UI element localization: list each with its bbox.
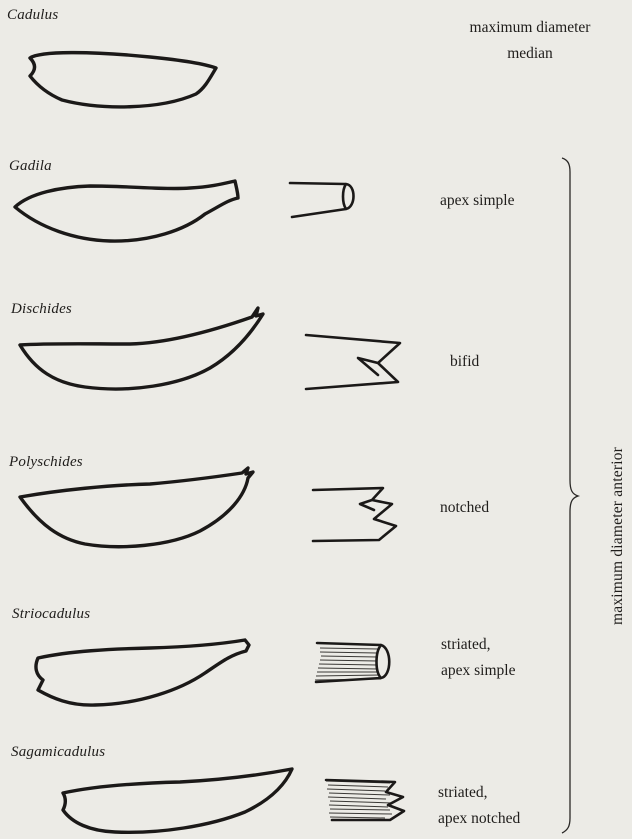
apex-striated-simple-icon xyxy=(315,643,389,682)
genus-label-cadulus: Cadulus xyxy=(7,7,58,24)
description-line: striated, xyxy=(438,780,520,806)
shell-outline-polyschides xyxy=(20,468,253,547)
description-line: apex simple xyxy=(440,188,514,214)
apex-striated-notched-icon xyxy=(326,780,404,820)
description-line: apex simple xyxy=(441,658,515,684)
group-label-maximum-diameter-anterior: maximum diameter anterior xyxy=(609,447,627,625)
apex-bifid-icon xyxy=(306,335,400,389)
description-line: median xyxy=(435,41,625,67)
apex-notched-icon xyxy=(313,488,396,541)
group-bracket xyxy=(562,158,578,833)
description-cadulus: maximum diameter median xyxy=(435,15,625,67)
description-line: maximum diameter xyxy=(435,15,625,41)
shell-outline-gadila xyxy=(15,181,238,241)
shell-outline-cadulus xyxy=(30,53,216,107)
description-line: bifid xyxy=(450,349,479,375)
description-striocadulus: striated, apex simple xyxy=(441,632,515,684)
genus-label-polyschides: Polyschides xyxy=(9,454,83,471)
genus-label-striocadulus: Striocadulus xyxy=(12,606,90,623)
description-dischides: bifid xyxy=(450,349,479,375)
description-line: apex notched xyxy=(438,806,520,832)
description-polyschides: notched xyxy=(440,495,489,521)
shell-outline-dischides xyxy=(20,308,263,389)
description-gadila: apex simple xyxy=(440,188,514,214)
description-line: notched xyxy=(440,495,489,521)
apex-simple-icon xyxy=(290,183,354,217)
genus-label-sagamicadulus: Sagamicadulus xyxy=(11,744,105,761)
description-line: striated, xyxy=(441,632,515,658)
genus-label-dischides: Dischides xyxy=(11,301,72,318)
shell-outline-striocadulus xyxy=(36,640,249,705)
shell-outline-sagamicadulus xyxy=(63,769,292,832)
genus-label-gadila: Gadila xyxy=(9,158,52,175)
description-sagamicadulus: striated, apex notched xyxy=(438,780,520,832)
